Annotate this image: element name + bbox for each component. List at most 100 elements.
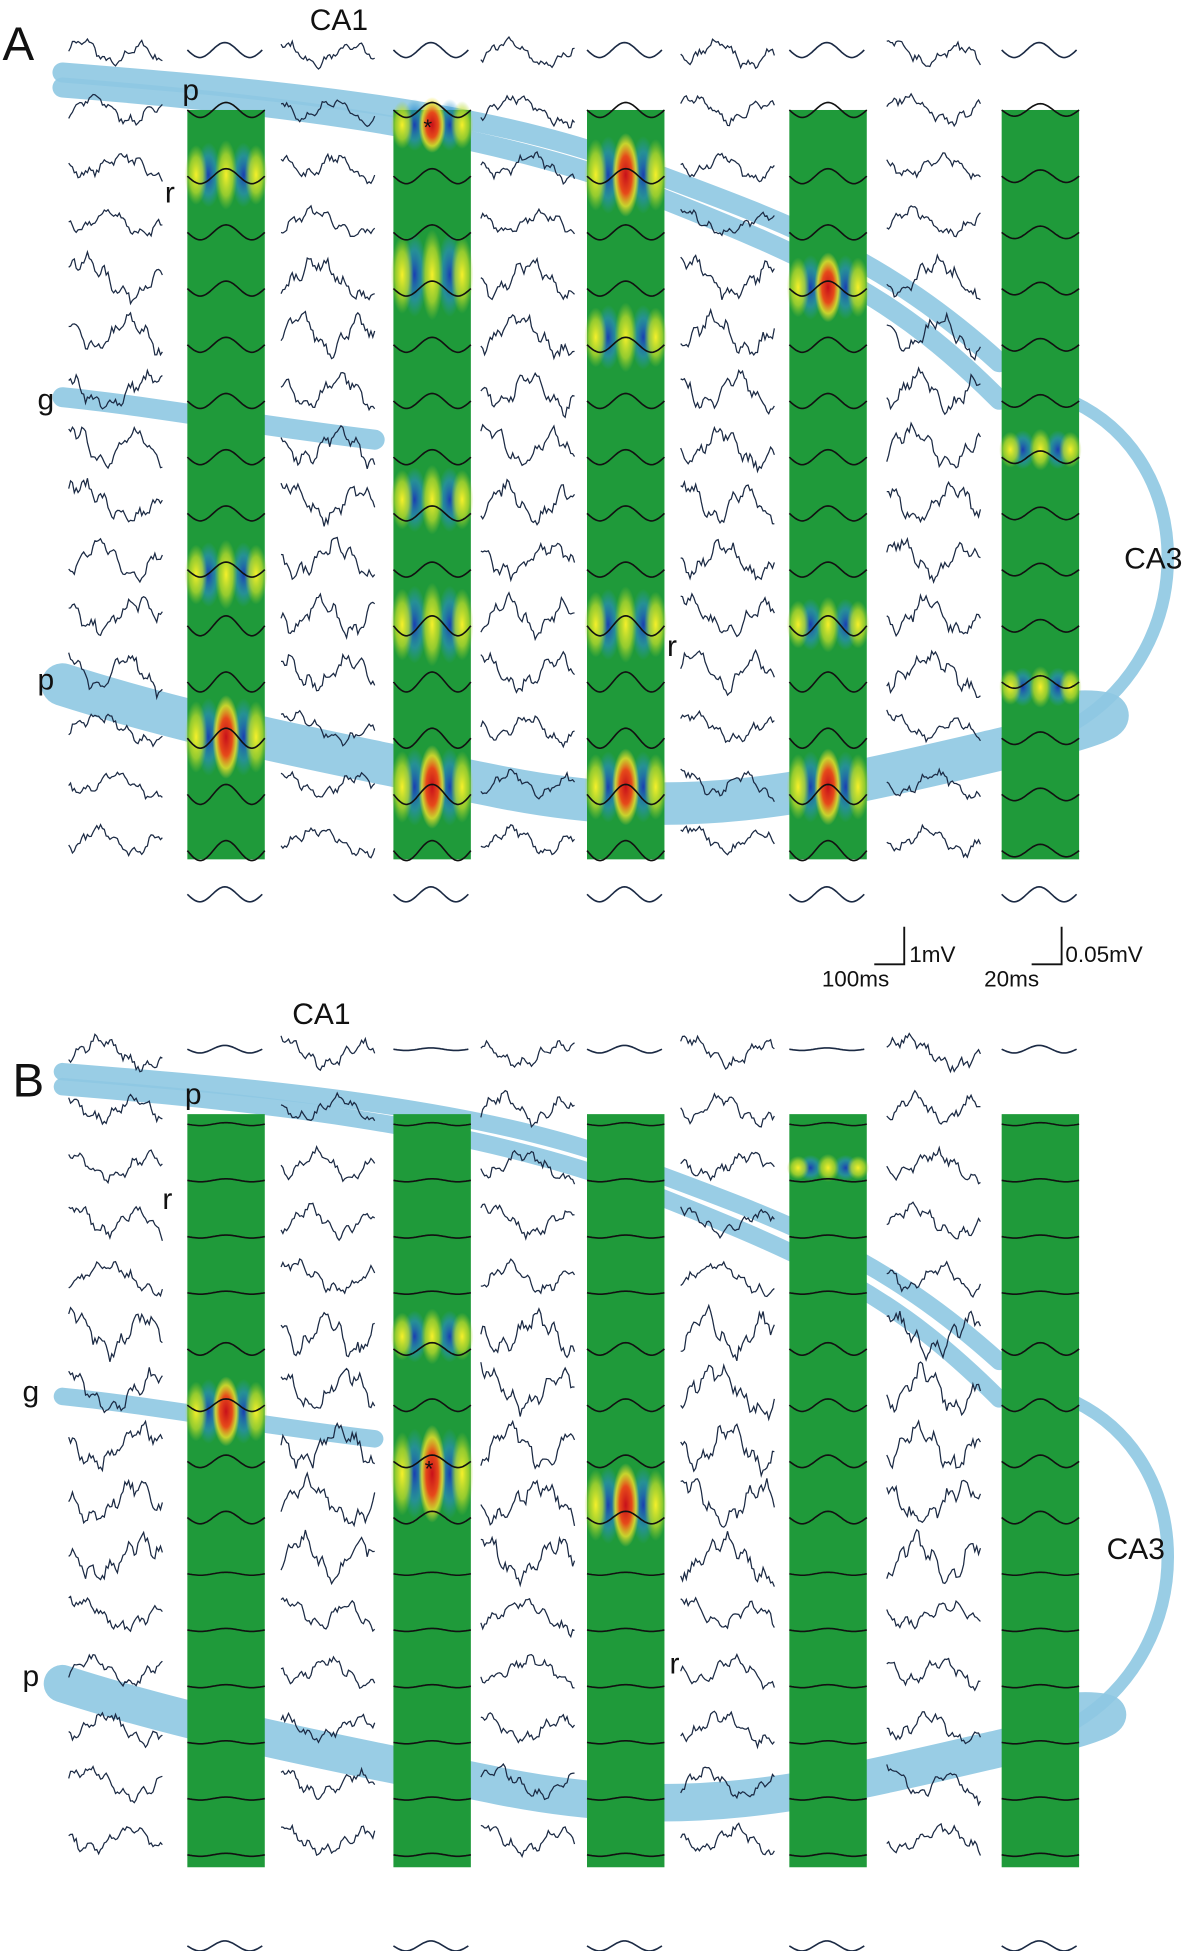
lfp-trace bbox=[680, 538, 775, 581]
heatmap-trace bbox=[788, 224, 868, 241]
scale-bar-average: 0.05mV 20ms bbox=[984, 926, 1143, 992]
heatmap-trace bbox=[393, 1796, 472, 1801]
average-trace bbox=[789, 1047, 865, 1052]
lfp-trace bbox=[680, 152, 775, 183]
panel-b-label-r-mid: r bbox=[669, 1648, 679, 1681]
csd-yel-blob bbox=[420, 464, 444, 535]
lfp-trace bbox=[680, 94, 775, 127]
lfp-trace bbox=[280, 592, 376, 640]
csd-yel-blob bbox=[450, 469, 474, 530]
lfp-trace bbox=[480, 94, 575, 129]
csd-yel-blob bbox=[786, 257, 810, 318]
lfp-trace bbox=[886, 1032, 982, 1074]
lfp-trace bbox=[480, 541, 576, 583]
heatmap-trace bbox=[186, 167, 266, 185]
lfp-trace bbox=[68, 1260, 163, 1298]
lfp-trace bbox=[68, 1149, 163, 1185]
panel-a-ca1-title: CA1 bbox=[310, 4, 368, 37]
heatmap-trace bbox=[392, 392, 472, 410]
lfp-trace bbox=[68, 1711, 163, 1749]
csd-heatmaps bbox=[184, 96, 1082, 1868]
csd-yel-blob bbox=[846, 257, 870, 318]
heatmap-trace bbox=[788, 727, 868, 750]
average-trace bbox=[186, 41, 263, 59]
lfp-trace bbox=[480, 1419, 576, 1470]
heatmap-trace bbox=[1001, 562, 1080, 577]
heatmap-trace bbox=[586, 448, 665, 466]
heatmap-trace bbox=[186, 727, 266, 750]
heatmap-trace bbox=[788, 392, 868, 410]
lfp-trace bbox=[280, 1597, 376, 1633]
lfp-trace bbox=[886, 1419, 981, 1470]
heatmap-trace bbox=[586, 505, 665, 522]
heatmap-trace bbox=[187, 1121, 265, 1127]
heatmap-trace bbox=[392, 1341, 472, 1356]
heatmap-trace bbox=[788, 1454, 868, 1469]
csd-yel-blob bbox=[644, 1469, 667, 1542]
average-trace bbox=[586, 886, 663, 903]
heatmap-trace bbox=[393, 1178, 472, 1183]
lfp-trace bbox=[480, 1654, 575, 1689]
lfp-trace bbox=[680, 1034, 775, 1071]
lfp-trace bbox=[886, 366, 981, 416]
lfp-trace bbox=[280, 1471, 376, 1528]
heatmap-trace bbox=[187, 1571, 265, 1577]
heatmap-trace bbox=[1001, 674, 1080, 690]
csd-yel-blob bbox=[1029, 666, 1052, 708]
csd-yel-blob bbox=[644, 307, 667, 368]
csd-yel-blob bbox=[244, 700, 268, 773]
lfp-trace bbox=[480, 1479, 576, 1527]
csd-yel-blob bbox=[786, 1155, 810, 1180]
average-trace bbox=[586, 1044, 663, 1054]
panel-b-label-p-top: p bbox=[185, 1078, 202, 1111]
lfp-trace bbox=[886, 1711, 982, 1745]
lfp-trace bbox=[480, 1258, 576, 1295]
lfp-trace bbox=[480, 150, 576, 186]
heatmap-trace bbox=[1001, 506, 1080, 521]
lfp-trace bbox=[280, 1258, 376, 1295]
csd-yel-blob bbox=[420, 229, 444, 321]
average-trace bbox=[392, 886, 469, 903]
lfp-trace bbox=[480, 591, 575, 642]
csd-yel-blob bbox=[244, 544, 268, 605]
heatmap-trace bbox=[1001, 169, 1080, 184]
heatmap-trace bbox=[392, 614, 472, 637]
csd-yel-blob bbox=[1029, 428, 1052, 471]
heatmap-trace bbox=[789, 1571, 867, 1577]
csd-hot-blob bbox=[611, 132, 640, 217]
heatmap-trace bbox=[186, 1398, 266, 1413]
lfp-trace bbox=[280, 1367, 376, 1410]
heatmap-trace bbox=[586, 1510, 665, 1525]
heatmap-trace bbox=[393, 1121, 472, 1127]
lfp-trace bbox=[280, 1145, 376, 1183]
lfp-trace bbox=[680, 38, 775, 70]
lfp-trace bbox=[280, 1421, 376, 1469]
lfp-trace bbox=[68, 652, 163, 701]
panel-b-label-r-top: r bbox=[162, 1183, 172, 1216]
heatmap-trace bbox=[1001, 337, 1080, 352]
heatmap-trace bbox=[1001, 1454, 1080, 1469]
lfp-trace bbox=[886, 311, 981, 361]
lfp-trace bbox=[280, 256, 375, 301]
lfp-trace bbox=[68, 425, 163, 470]
lfp-trace bbox=[280, 1311, 375, 1358]
lfp-trace bbox=[886, 1822, 982, 1856]
lfp-trace bbox=[480, 650, 575, 694]
heatmap-trace bbox=[1001, 787, 1080, 802]
panel-b-asterisk: * bbox=[425, 1456, 434, 1481]
average-trace bbox=[586, 1940, 663, 1951]
heatmap-trace bbox=[393, 1852, 472, 1858]
heatmap-trace bbox=[586, 1398, 665, 1413]
lfp-trace bbox=[886, 152, 981, 181]
lfp-trace bbox=[886, 592, 981, 638]
csd-yel-blob bbox=[184, 544, 208, 605]
lfp-trace bbox=[480, 423, 576, 467]
heatmap-trace bbox=[789, 1290, 867, 1296]
heatmap-trace bbox=[187, 1178, 265, 1183]
lfp-trace bbox=[886, 1260, 982, 1299]
average-trace bbox=[1001, 1044, 1077, 1054]
heatmap-trace bbox=[392, 1454, 472, 1469]
panel-a-label-p-top: p bbox=[182, 74, 199, 107]
panel-a-asterisk: * bbox=[423, 115, 432, 140]
csd-heatmap-column bbox=[187, 1114, 265, 1868]
